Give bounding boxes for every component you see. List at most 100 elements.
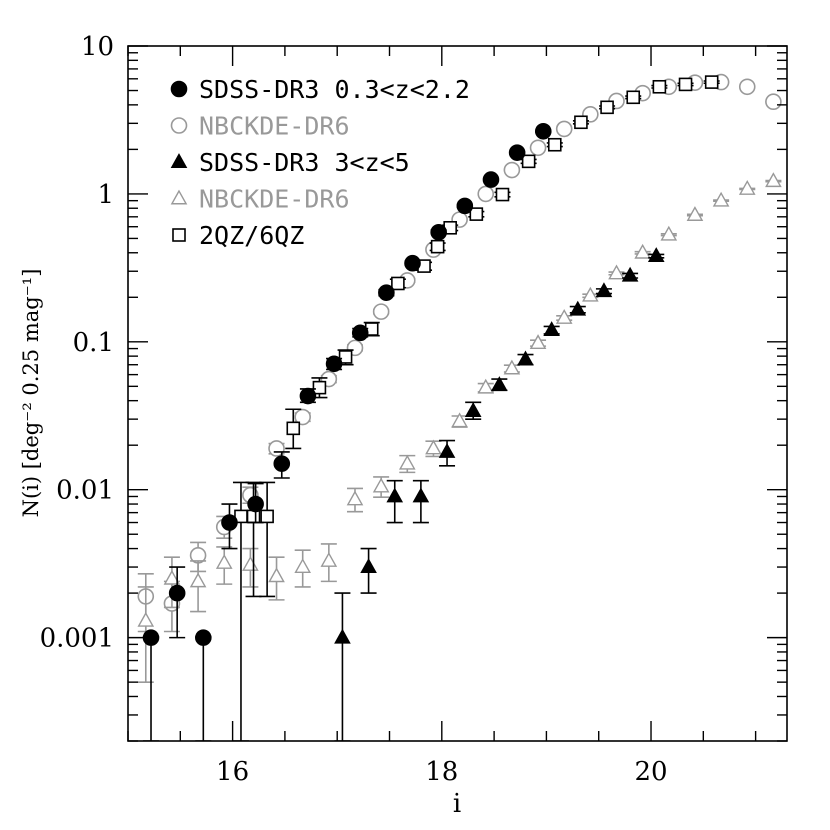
data-point	[534, 123, 552, 140]
data-point	[555, 120, 573, 138]
data-point	[163, 569, 181, 585]
data-point	[325, 355, 343, 373]
legend-marker-open-circle	[170, 117, 188, 134]
series-filled-triangle	[334, 247, 665, 741]
data-point	[334, 628, 351, 644]
data-point	[412, 487, 430, 503]
data-point	[260, 509, 274, 524]
legend-marker-filled-triangle	[170, 153, 188, 168]
data-point	[521, 154, 536, 169]
data-point	[508, 144, 526, 161]
data-point	[168, 584, 186, 602]
data-point	[430, 224, 447, 241]
data-point	[386, 487, 404, 503]
data-point	[215, 553, 233, 569]
x-axis-label: i	[453, 789, 461, 819]
tick-labels: 16 18 20 10 1 0.1 0.01 0.001	[40, 32, 668, 787]
data-point	[372, 477, 390, 493]
data-point	[574, 115, 588, 130]
data-point	[299, 387, 317, 405]
legend-label: 2QZ/6QZ	[199, 221, 304, 250]
data-point	[312, 380, 327, 395]
legend-marker-open-triangle	[170, 189, 188, 205]
data-point	[469, 207, 484, 221]
data-point	[600, 100, 614, 115]
data-point	[495, 187, 510, 202]
data-point	[503, 161, 521, 179]
data-point	[425, 439, 442, 455]
legend-label: NBCKDE-DR6	[199, 112, 350, 141]
y-axis-label: N(i) [deg⁻² 0.25 mag⁻¹]	[19, 269, 43, 518]
y-tick-label: 10	[81, 32, 114, 62]
data-point	[517, 350, 534, 366]
series-open-triangle	[137, 172, 782, 683]
data-point	[391, 276, 405, 291]
data-point	[569, 300, 587, 316]
data-point	[242, 556, 259, 571]
legend-marker-filled-circle	[170, 80, 188, 98]
data-point	[738, 78, 756, 96]
y-tick-label: 0.1	[73, 328, 114, 358]
data-point	[595, 282, 613, 298]
data-point	[195, 629, 212, 646]
data-point	[547, 137, 562, 152]
data-point	[738, 180, 756, 195]
data-point	[660, 225, 678, 241]
data-point	[246, 509, 261, 524]
series-filled-circle	[142, 123, 552, 741]
data-point	[686, 206, 704, 221]
y-tick-label: 1	[97, 180, 114, 210]
data-point	[372, 303, 390, 320]
data-point	[477, 185, 495, 203]
data-point	[621, 266, 639, 282]
data-point	[529, 334, 547, 350]
data-point	[634, 243, 651, 259]
data-point	[626, 90, 641, 105]
legend-label: SDSS-DR3 3<z<5	[199, 148, 410, 177]
legend-marker-open-square	[172, 228, 186, 242]
data-point	[704, 75, 719, 89]
data-point	[360, 558, 377, 574]
data-point	[378, 284, 395, 301]
data-point	[765, 172, 782, 188]
axis-ticks	[127, 45, 787, 742]
data-point	[320, 551, 338, 567]
data-point	[464, 402, 482, 418]
data-point	[294, 558, 312, 574]
data-point	[247, 495, 264, 513]
y-tick-label: 0.001	[40, 624, 114, 654]
data-point	[543, 321, 560, 337]
data-point	[678, 77, 693, 92]
data-point	[491, 376, 508, 392]
x-tick-label: 20	[634, 757, 667, 787]
data-point	[647, 247, 665, 263]
data-point	[268, 567, 285, 583]
data-point	[398, 454, 416, 470]
data-point	[477, 378, 495, 394]
data-point	[221, 514, 238, 531]
x-tick-label: 18	[425, 757, 458, 787]
data-point	[765, 93, 782, 111]
legend-label: NBCKDE-DR6	[199, 185, 350, 214]
data-point	[608, 264, 625, 280]
data-point	[529, 139, 547, 157]
data-point	[456, 197, 474, 215]
data-point	[451, 412, 468, 428]
data-point	[503, 359, 521, 375]
data-point	[555, 309, 573, 324]
data-point	[137, 611, 155, 627]
data-point	[582, 286, 599, 302]
data-point	[286, 421, 301, 436]
x-tick-label: 16	[216, 757, 249, 787]
plot-frame	[127, 45, 788, 742]
data-point	[652, 79, 667, 94]
data-point	[189, 572, 207, 588]
data-point	[482, 171, 500, 188]
legend-label: SDSS-DR3 0.3<z<2.2	[199, 75, 470, 104]
y-tick-label: 0.01	[56, 476, 114, 506]
data-point	[404, 254, 421, 272]
data-point	[438, 443, 456, 458]
data-point	[351, 324, 369, 342]
